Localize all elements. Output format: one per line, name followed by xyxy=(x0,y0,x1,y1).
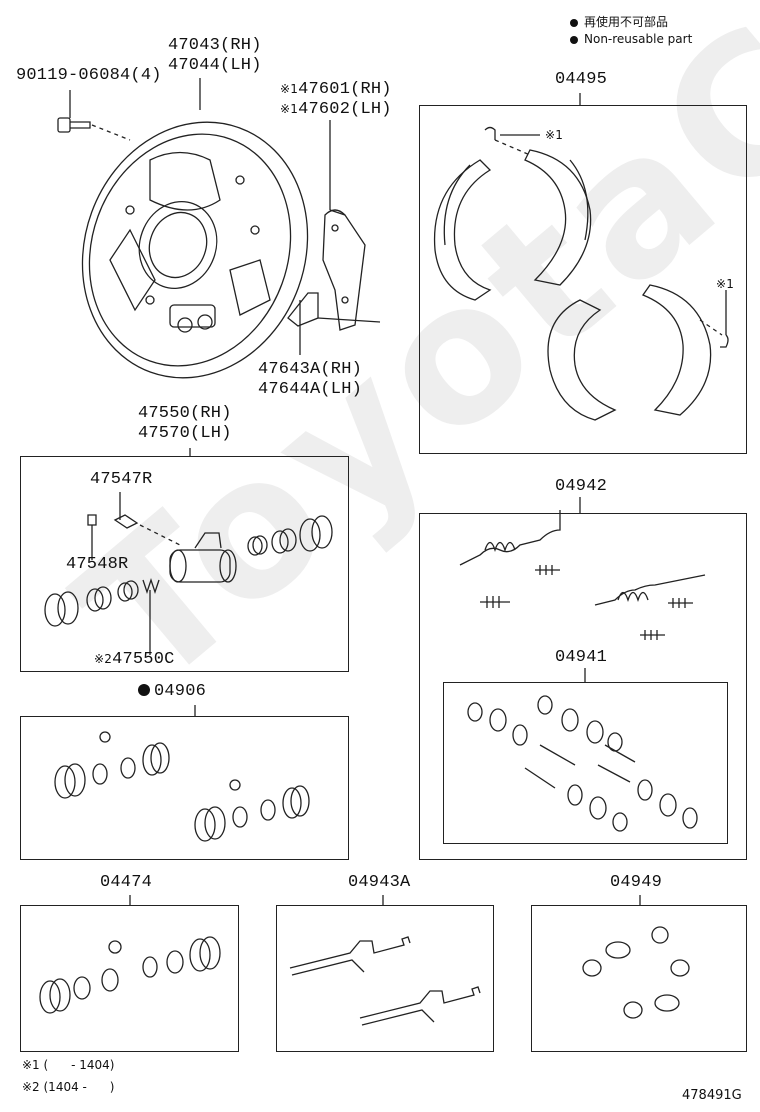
cylinder-kit-number: 47550C xyxy=(112,650,175,669)
cup-kit-box xyxy=(20,716,349,860)
hardware-kit-number[interactable]: 04941 xyxy=(555,648,608,667)
lever-lh[interactable]: ※147602(LH) xyxy=(280,100,392,120)
hardware-kit-box xyxy=(443,682,728,844)
kit-04943a-box xyxy=(276,905,494,1052)
lever-rh-number: 47601(RH) xyxy=(298,80,392,99)
shoe-footnote-mark-2: ※1 xyxy=(716,277,735,291)
kit-04949-box xyxy=(531,905,747,1052)
strut-rh-number[interactable]: 47643A(RH) xyxy=(258,360,363,379)
footnote-2: ※2 (1404 - ) xyxy=(22,1080,115,1094)
cup-kit[interactable]: 04906 xyxy=(138,682,206,702)
kit-04474-number[interactable]: 04474 xyxy=(100,873,153,892)
shoe-kit-number[interactable]: 04495 xyxy=(555,70,608,89)
non-reusable-dot-icon xyxy=(570,18,578,27)
lever-lh-number: 47602(LH) xyxy=(298,100,392,119)
spring-kit-number[interactable]: 04942 xyxy=(555,477,608,496)
legend-en: Non-reusable part xyxy=(584,32,693,46)
bleeder-plug-number[interactable]: 47547R xyxy=(90,470,153,489)
figure-id: 478491G xyxy=(682,1088,742,1103)
footnote-mark: ※2 xyxy=(94,652,113,666)
non-reusable-dot-icon xyxy=(138,684,150,696)
bleeder-cap-number[interactable]: 47548R xyxy=(66,555,129,574)
bolt-part-number[interactable]: 90119-06084(4) xyxy=(16,66,162,85)
kit-04474-box xyxy=(20,905,239,1052)
wheel-cylinder-rh-number[interactable]: 47550(RH) xyxy=(138,404,232,423)
strut-lh-number[interactable]: 47644A(LH) xyxy=(258,380,363,399)
shoe-kit-box xyxy=(419,105,747,454)
legend-jp: 再使用不可部品 xyxy=(584,15,669,29)
kit-04943a-number[interactable]: 04943A xyxy=(348,873,411,892)
lever-rh[interactable]: ※147601(RH) xyxy=(280,80,392,100)
shoe-footnote-mark-1: ※1 xyxy=(545,128,564,142)
cylinder-kit[interactable]: ※247550C xyxy=(94,650,175,670)
cup-kit-number: 04906 xyxy=(154,682,207,701)
footnote-mark: ※1 xyxy=(280,102,299,116)
spring-kit-box xyxy=(419,513,747,860)
backing-plate-lh-number[interactable]: 47044(LH) xyxy=(168,56,262,75)
kit-04949-number[interactable]: 04949 xyxy=(610,873,663,892)
wheel-cylinder-box xyxy=(20,456,349,672)
non-reusable-dot-icon xyxy=(570,35,578,44)
legend: 再使用不可部品 Non-reusable part xyxy=(570,14,692,48)
footnote-1: ※1 ( - 1404) xyxy=(22,1058,115,1072)
wheel-cylinder-lh-number[interactable]: 47570(LH) xyxy=(138,424,232,443)
footnote-mark: ※1 xyxy=(280,82,299,96)
backing-plate-rh-number[interactable]: 47043(RH) xyxy=(168,36,262,55)
